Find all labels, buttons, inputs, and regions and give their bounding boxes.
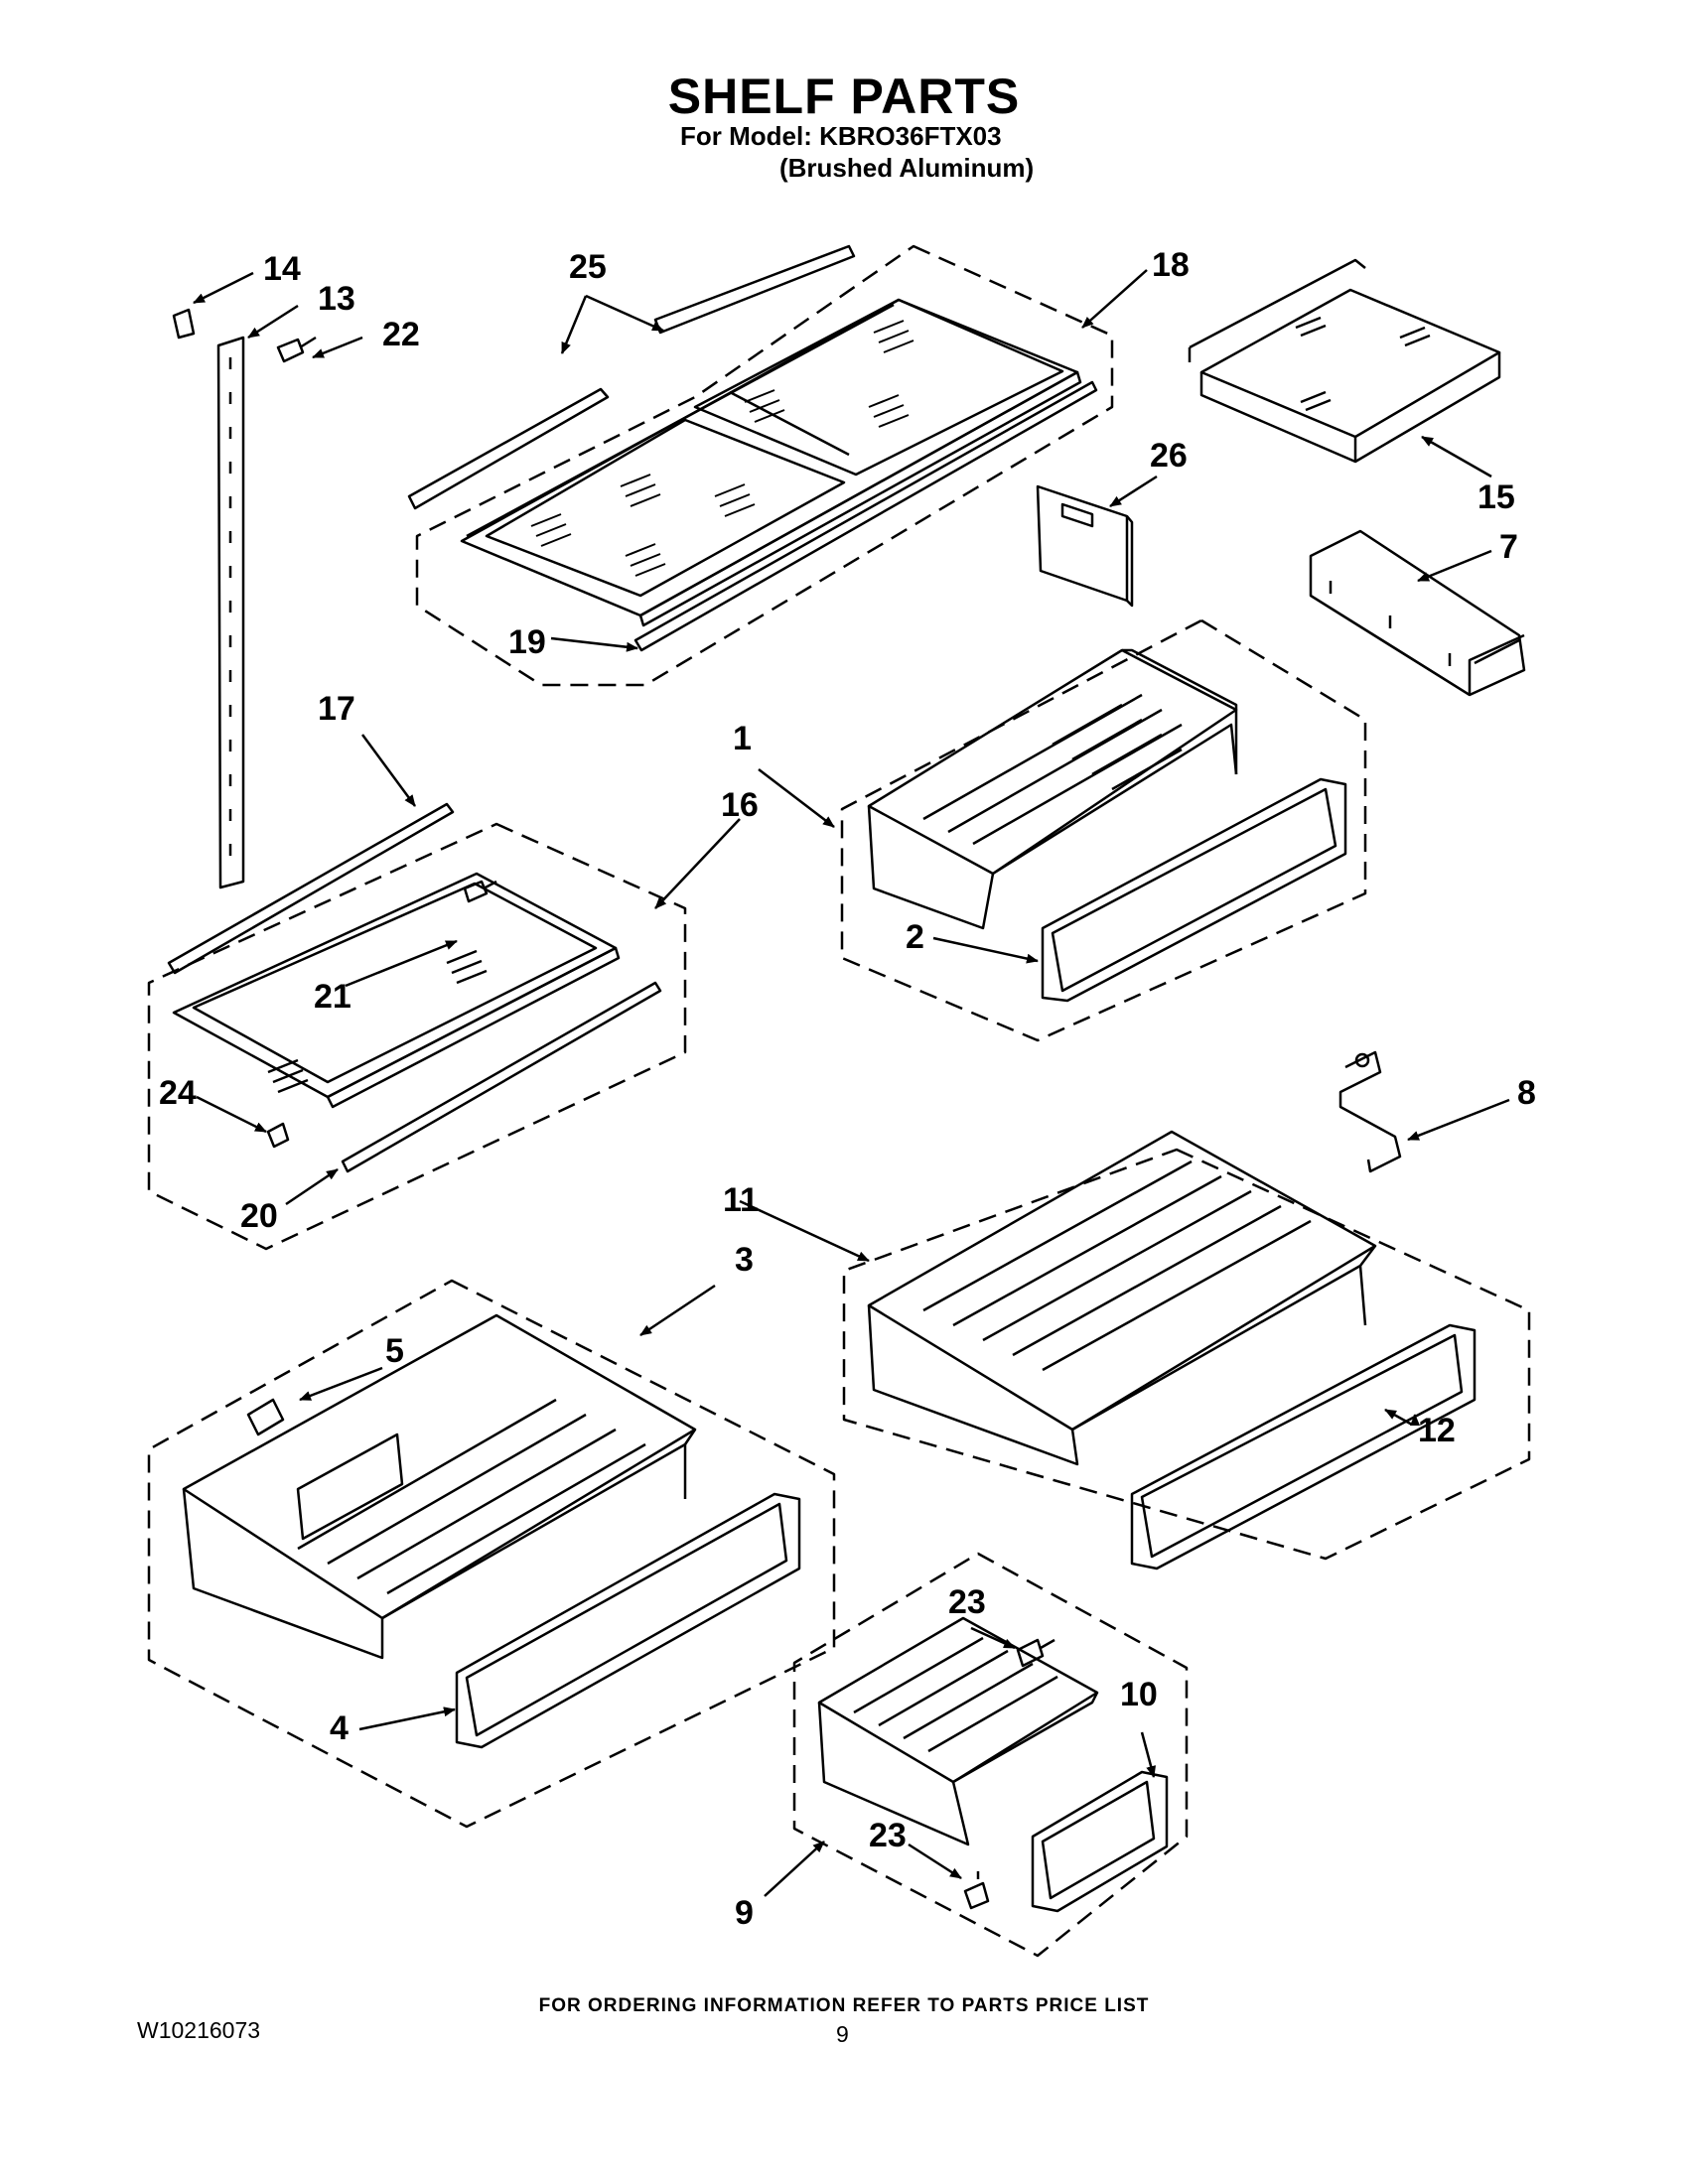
callout-7: 7 [1499,528,1518,566]
callout-4: 4 [330,1709,349,1747]
callout-25: 25 [569,248,607,286]
ordering-note: FOR ORDERING INFORMATION REFER TO PARTS … [538,1995,1150,2016]
glass-shelf-lower [172,872,621,1109]
callout-9: 9 [735,1894,754,1932]
glass-shelf-upper [460,298,1082,627]
group-boundary-3 [147,1279,836,1829]
shelf-trim-25-right [653,244,856,335]
shelf-trim-19 [633,380,1098,652]
drawer-1 [867,648,1238,930]
shelf-trim-25-left [407,387,610,510]
ice-bin-divider-5 [246,1398,285,1436]
callout-13: 13 [318,280,355,318]
callout-1: 1 [733,720,752,757]
screw-23-upper [1016,1638,1055,1668]
small-glass-shelf-15 [1188,258,1501,464]
callout-2: 2 [906,918,924,956]
drawer-front-10 [1031,1770,1169,1913]
drawer-9 [817,1616,1099,1846]
callout-15: 15 [1477,478,1515,516]
callout-8: 8 [1517,1074,1536,1112]
callout-5: 5 [385,1332,404,1370]
callout-18: 18 [1152,246,1190,284]
group-boundary-16 [147,822,687,1251]
group-boundary-1 [840,618,1367,1042]
callout-3: 3 [735,1241,754,1279]
drawer-front-2 [1041,777,1347,1003]
group-boundary-9 [792,1552,1189,1958]
shelf-divider-26 [1036,484,1134,608]
screw-23-lower [963,1871,990,1910]
callout-21: 21 [314,978,352,1016]
callout-23-upper: 23 [948,1583,986,1621]
screw-21 [463,880,497,903]
group-boundary-11 [842,1148,1531,1561]
callout-14: 14 [263,250,301,288]
callout-16: 16 [721,786,759,824]
shelf-trim-17 [167,802,455,975]
callout-11: 11 [723,1181,759,1219]
callout-23-lower: 23 [869,1817,907,1854]
callout-17: 17 [318,690,355,728]
callout-20: 20 [240,1197,278,1235]
drawer-11 [867,1130,1377,1466]
page-title: SHELF PARTS [667,68,1021,124]
shelf-bracket-7 [1309,529,1526,697]
leader-lines [193,269,1510,1897]
drawer-3 [182,1313,697,1660]
bracket-8 [1338,1050,1402,1173]
rail-clip-14 [172,308,196,340]
callout-22: 22 [382,316,420,353]
finish-label: (Brushed Aluminum) [779,153,1035,183]
drawer-front-12 [1130,1323,1477,1570]
glass-pattern [530,320,914,577]
callout-24: 24 [159,1074,197,1112]
drawer-front-4 [455,1492,801,1749]
callout-26: 26 [1150,437,1188,475]
model-number: For Model: KBRO36FTX03 [680,121,1002,151]
page-number: 9 [836,2021,849,2047]
group-boundary-18 [415,244,1114,687]
shelf-trim-20 [341,981,662,1173]
ladder-rail-13 [216,336,245,889]
screw-22 [276,336,317,363]
document-number: W10216073 [137,2017,261,2043]
callout-10: 10 [1120,1676,1158,1713]
callout-12: 12 [1418,1412,1456,1449]
callout-19: 19 [508,623,546,661]
retainer-24 [266,1122,290,1149]
